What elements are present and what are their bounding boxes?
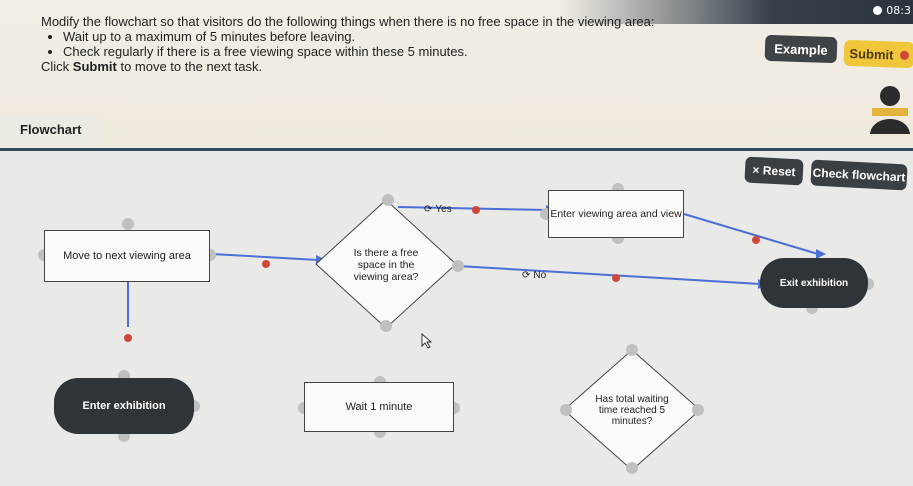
connection-handle[interactable] — [382, 194, 394, 206]
header-divider — [0, 148, 913, 151]
connection-handle[interactable] — [122, 218, 134, 230]
avatar-icon — [870, 86, 910, 134]
branch-no-label: ⟳No — [522, 270, 547, 281]
terminal-exit-exhibition[interactable]: Exit exhibition — [760, 258, 868, 308]
process-wait-1-minute[interactable]: Wait 1 minute — [304, 382, 454, 432]
connection-handle[interactable] — [380, 320, 392, 332]
connector-endpoint[interactable] — [752, 236, 760, 244]
instructions-outro: Click Submit to move to the next task. — [41, 59, 263, 74]
connector-view-to-exit[interactable] — [683, 213, 819, 255]
mouse-cursor-icon — [421, 332, 433, 349]
decision-free-space-label: Is there a free space in the viewing are… — [353, 247, 419, 283]
connector-endpoint[interactable] — [472, 206, 480, 214]
instructions-list: Wait up to a maximum of 5 minutes before… — [41, 29, 701, 59]
arrowhead — [816, 249, 826, 259]
instruction-bullet: Wait up to a maximum of 5 minutes before… — [63, 29, 701, 44]
status-bar: 08:3 — [560, 0, 913, 24]
task-instructions: Modify the flowchart so that visitors do… — [41, 14, 701, 74]
connectors-layer — [38, 183, 874, 474]
flowchart-canvas[interactable]: Move to next viewing area Is there a fre… — [0, 152, 913, 486]
terminal-enter-exhibition[interactable]: Enter exhibition — [54, 378, 194, 434]
instructions-intro: Modify the flowchart so that visitors do… — [41, 14, 655, 29]
branch-yes-label: ⟳Yes — [424, 204, 452, 215]
instruction-bullet: Check regularly if there is a free viewi… — [63, 44, 701, 59]
clock-icon — [873, 6, 883, 15]
connector-endpoint[interactable] — [262, 260, 270, 268]
refresh-icon: ⟳ — [424, 204, 433, 215]
connection-handle[interactable] — [452, 260, 464, 272]
submit-arrow-icon — [899, 50, 909, 60]
connector-endpoint[interactable] — [124, 334, 132, 342]
connection-handle[interactable] — [560, 404, 572, 416]
connection-handle[interactable] — [626, 344, 638, 356]
refresh-icon: ⟳ — [522, 270, 531, 281]
process-enter-viewing-area[interactable]: Enter viewing area and view — [548, 190, 684, 238]
connector-endpoint[interactable] — [612, 274, 620, 282]
clock-time: 08:3 — [886, 4, 911, 17]
connector-no[interactable] — [457, 265, 761, 285]
clock: 08:3 — [873, 4, 911, 17]
decision-waiting-time-label: Has total waiting time reached 5 minutes… — [595, 393, 669, 427]
connection-handle[interactable] — [692, 404, 704, 416]
example-button[interactable]: Example — [764, 34, 838, 64]
header-area — [0, 0, 913, 150]
section-title: Flowchart — [0, 115, 99, 149]
submit-button[interactable]: Submit — [843, 39, 913, 69]
connection-handle[interactable] — [626, 462, 638, 474]
connector-move-to-question[interactable] — [211, 253, 319, 261]
process-move-to-next-area[interactable]: Move to next viewing area — [44, 230, 210, 282]
